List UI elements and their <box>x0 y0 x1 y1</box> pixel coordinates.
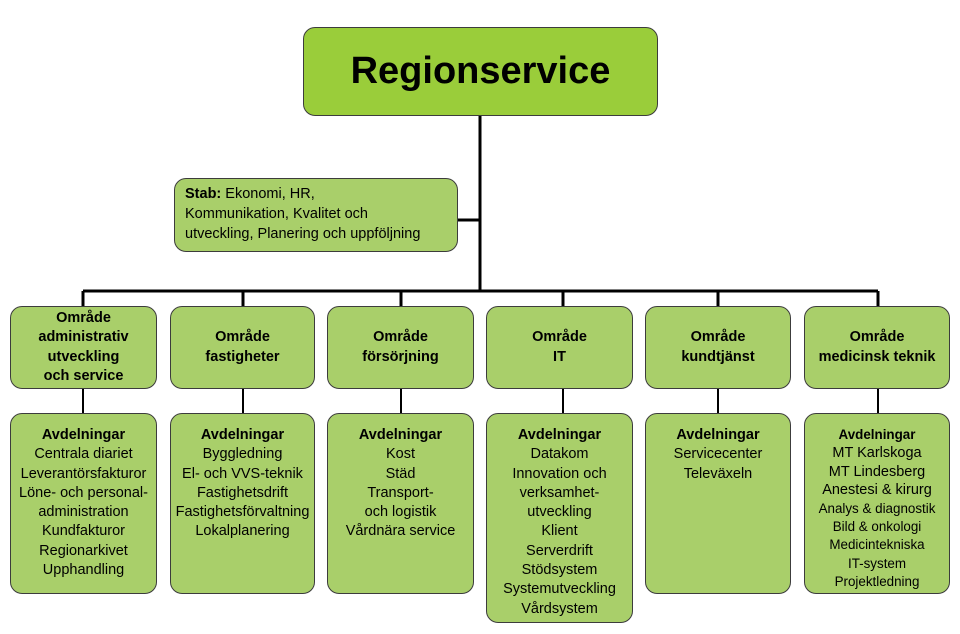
dept-item: Analys & diagnostik <box>818 500 936 516</box>
area-box-administrativ: Område administrativ utveckling och serv… <box>10 306 157 389</box>
regionservice-box: Regionservice <box>303 27 658 116</box>
area-title: Område IT <box>532 329 587 365</box>
area-title: Område administrativ utveckling och serv… <box>38 309 129 385</box>
dept-item: Transport- <box>367 484 434 501</box>
dept-item: Kundfakturor <box>41 523 126 540</box>
area-box-kundtjanst: Område kundtjänst <box>645 306 791 389</box>
dept-item: Löne- och personal- <box>19 484 148 501</box>
dept-item: Datakom <box>530 446 589 463</box>
dept-item: Anestesi & kirurg <box>822 482 932 499</box>
dept-item: Regionarkivet <box>39 542 128 559</box>
dept-item: Projektledning <box>834 574 920 590</box>
dept-item: Kost <box>385 446 415 463</box>
dept-item: Serverdrift <box>526 542 593 559</box>
dept-item: administration <box>38 504 129 521</box>
dept-item: Städ <box>385 465 416 482</box>
dept-item: Vårdnära service <box>345 523 456 540</box>
area-title: Område försörjning <box>362 329 439 365</box>
dept-item: Leverantörsfakturor <box>20 465 147 482</box>
dept-item: IT-system <box>847 555 907 571</box>
dept-item: och logistik <box>364 504 437 521</box>
area-box-medicinsk-teknik: Område medicinsk teknik <box>804 306 950 389</box>
dept-heading: Avdelningar <box>517 427 602 443</box>
dept-item: MT Karlskoga <box>832 445 922 462</box>
dept-item: Fastighetsförvaltning <box>175 504 310 521</box>
stab-line-3: utveckling, Planering och uppföljning <box>185 226 421 242</box>
dept-item: Lokalplanering <box>195 523 290 540</box>
dept-heading: Avdelningar <box>676 427 760 443</box>
dept-item: Medicintekniska <box>829 537 925 553</box>
dept-item: El- och VVS-teknik <box>182 465 303 482</box>
area-box-it: Område IT <box>486 306 633 389</box>
dept-box-fastigheter: Avdelningar Byggledning El- och VVS-tekn… <box>170 413 315 594</box>
dept-box-kundtjanst: Avdelningar Servicecenter Televäxeln <box>645 413 791 594</box>
dept-item: Bild & onkologi <box>832 519 922 535</box>
area-title: Område medicinsk teknik <box>818 329 936 365</box>
dept-box-forsorjning: Avdelningar Kost Städ Transport- och log… <box>327 413 474 594</box>
dept-item: Systemutveckling <box>503 581 616 598</box>
dept-item: Klient <box>541 523 578 540</box>
org-title: Regionservice <box>350 50 611 92</box>
area-title: Område fastigheter <box>205 329 280 365</box>
dept-item: Fastighetsdrift <box>196 484 289 501</box>
area-box-forsorjning: Område försörjning <box>327 306 474 389</box>
dept-item: Stödsystem <box>521 562 598 579</box>
stab-line-1: Stab: Ekonomi, HR, <box>185 186 315 202</box>
dept-item: Innovation och <box>512 465 607 482</box>
dept-item: utveckling <box>527 504 592 521</box>
dept-item: Centrala diariet <box>34 446 133 463</box>
dept-box-it: Avdelningar Datakom Innovation och verks… <box>486 413 633 623</box>
area-title: Område kundtjänst <box>681 329 755 365</box>
dept-heading: Avdelningar <box>838 427 916 442</box>
area-box-fastigheter: Område fastigheter <box>170 306 315 389</box>
stab-line-2: Kommunikation, Kvalitet och <box>185 206 368 222</box>
dept-item: Servicecenter <box>673 446 763 463</box>
dept-item: Upphandling <box>42 562 125 579</box>
dept-heading: Avdelningar <box>200 427 285 443</box>
dept-heading: Avdelningar <box>41 427 126 443</box>
dept-item: Televäxeln <box>683 465 753 482</box>
dept-item: Byggledning <box>202 446 283 463</box>
dept-item: verksamhet- <box>519 484 600 501</box>
stab-label: Stab: <box>185 186 222 202</box>
dept-box-medicinsk-teknik: Avdelningar MT Karlskoga MT Lindesberg A… <box>804 413 950 594</box>
dept-box-administrativ: Avdelningar Centrala diariet Leverantörs… <box>10 413 157 594</box>
dept-item: Vårdsystem <box>521 600 598 617</box>
stab-box: Stab: Ekonomi, HR, Kommunikation, Kvalit… <box>174 178 458 252</box>
dept-item: MT Lindesberg <box>828 463 926 480</box>
dept-heading: Avdelningar <box>358 427 443 443</box>
